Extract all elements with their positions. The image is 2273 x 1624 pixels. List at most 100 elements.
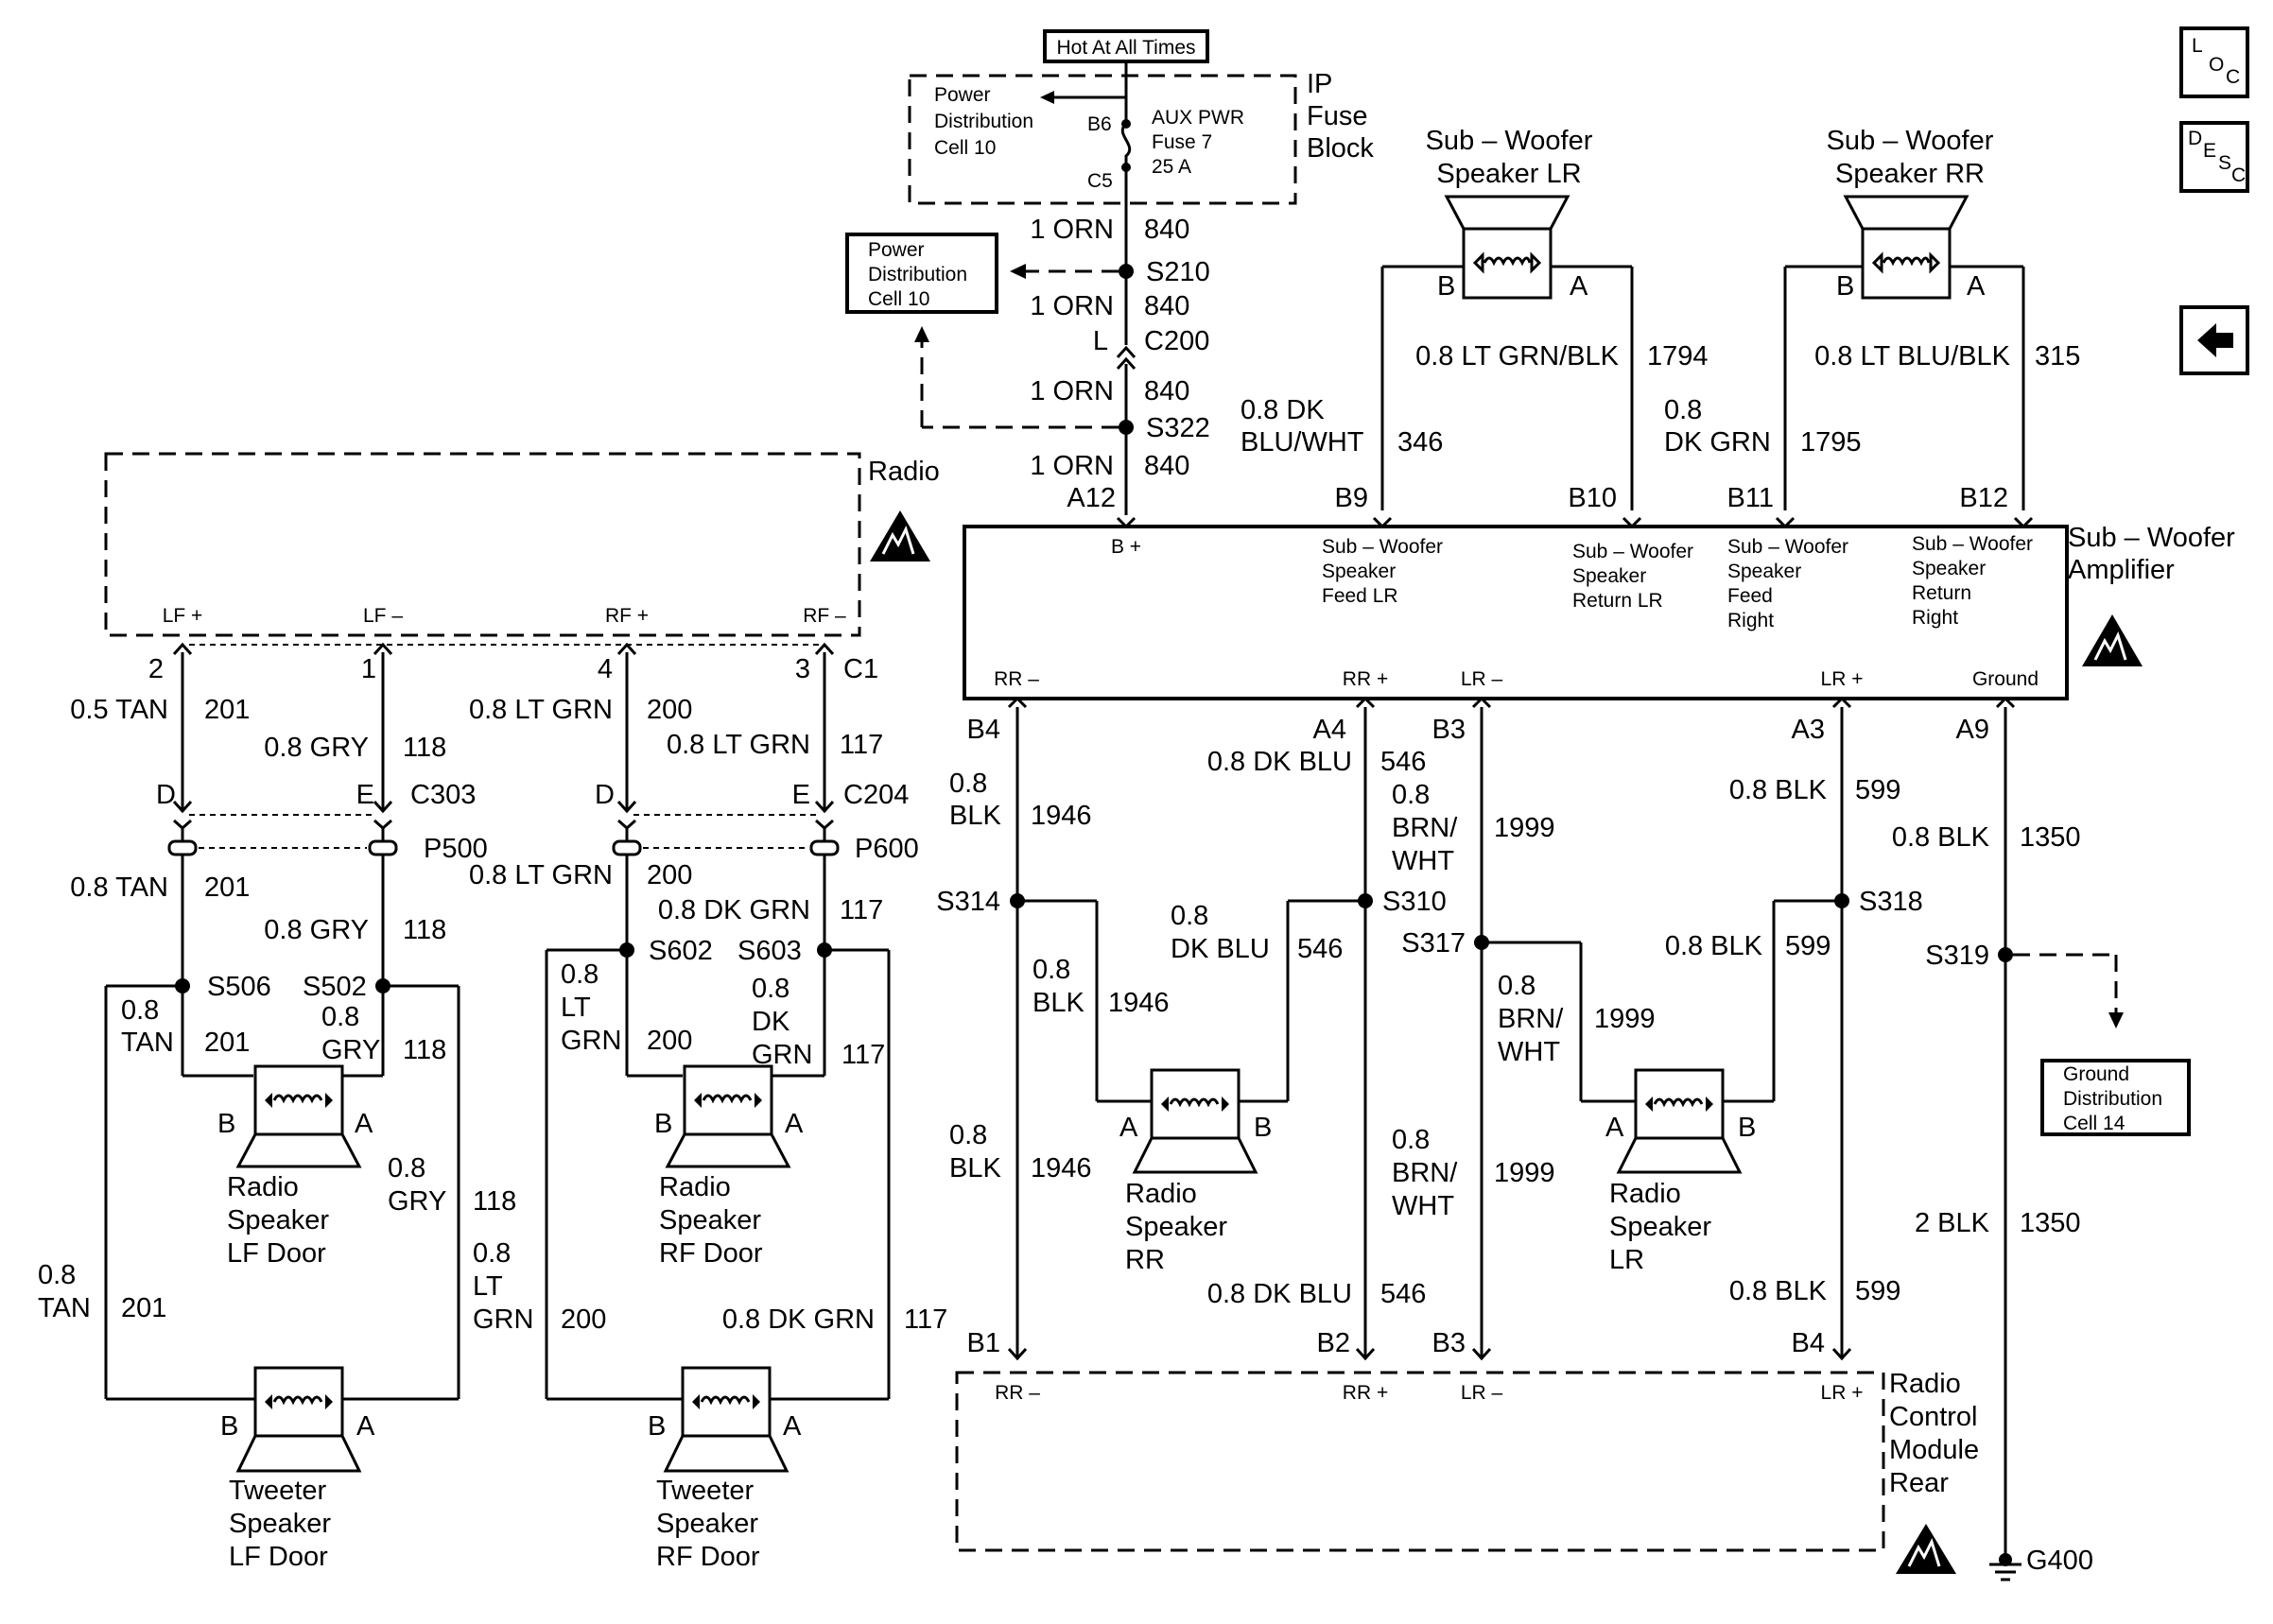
rcm-rr-plus: RR + bbox=[1343, 1382, 1388, 1404]
rr-w2-gauge-2: DK BLU bbox=[1171, 934, 1270, 964]
radio-lf-plus: LF + bbox=[163, 605, 203, 627]
w840-gauge-4: 1 ORN bbox=[1030, 451, 1114, 481]
p600-filter-left bbox=[612, 839, 642, 856]
sub-woofer-rr-speaker-icon bbox=[1843, 195, 1969, 300]
splice-s310: S310 bbox=[1382, 887, 1447, 917]
rf-tweeter-title-3: RF Door bbox=[656, 1542, 760, 1572]
lr-speaker-pin-a: A bbox=[1605, 1113, 1624, 1143]
rf-w3-gauge-2: LT bbox=[473, 1271, 503, 1302]
p500-filter-left bbox=[167, 839, 198, 856]
low1999-circuit: 1999 bbox=[1494, 1158, 1555, 1188]
splice-s319: S319 bbox=[1925, 941, 1989, 971]
radio-box bbox=[104, 452, 861, 637]
lf-speaker-title-1: Radio bbox=[227, 1172, 299, 1202]
c204-pin-d: D bbox=[595, 780, 615, 810]
w346-gauge-2: BLU/WHT bbox=[1241, 427, 1364, 458]
lf-door-speaker-icon bbox=[235, 1064, 362, 1168]
sub-rr-pin-a: A bbox=[1967, 271, 1986, 302]
w1946-circuit: 1946 bbox=[1031, 801, 1092, 831]
low599-circuit: 599 bbox=[1855, 1276, 1900, 1306]
p600-filter-right bbox=[809, 839, 840, 856]
splice-s603: S603 bbox=[737, 936, 802, 966]
w840-circuit-1: 840 bbox=[1144, 215, 1189, 245]
pin-b6: B6 bbox=[1087, 113, 1112, 135]
w840-circuit-3: 840 bbox=[1144, 376, 1189, 406]
lr-speaker-title-3: LR bbox=[1609, 1245, 1644, 1275]
w117-circuit: 117 bbox=[840, 730, 883, 760]
location-button[interactable]: L O C bbox=[2179, 26, 2249, 98]
w1795-circuit: 1795 bbox=[1800, 427, 1862, 458]
sub-lr-pin-a: A bbox=[1570, 271, 1588, 302]
rcm-pin-b2: B2 bbox=[1317, 1328, 1350, 1358]
w201-gauge: 0.5 TAN bbox=[70, 695, 168, 725]
radio-rf-minus: RF – bbox=[803, 605, 846, 627]
back-button[interactable] bbox=[2179, 305, 2249, 375]
low1350-circuit: 1350 bbox=[2020, 1208, 2081, 1238]
w200b-gauge: 0.8 LT GRN bbox=[469, 860, 613, 890]
rf-speaker-pin-a: A bbox=[785, 1109, 804, 1139]
w1999-gauge-3: WHT bbox=[1392, 846, 1454, 876]
amp-lr-minus: LR – bbox=[1461, 668, 1503, 690]
w118b-gauge: 0.8 GRY bbox=[264, 915, 369, 945]
rf-w2-gauge-2: DK bbox=[752, 1007, 790, 1037]
rf-tweeter-title-2: Speaker bbox=[656, 1509, 758, 1539]
low1999-gauge-1: 0.8 bbox=[1392, 1125, 1430, 1155]
lr-w1-gauge-2: BRN/ bbox=[1498, 1004, 1564, 1034]
rcm-pin-b1: B1 bbox=[967, 1328, 1000, 1358]
lr-w2-circuit: 599 bbox=[1785, 931, 1831, 961]
rear-pin-a3: A3 bbox=[1792, 715, 1825, 745]
amp-feed-lr-3: Feed LR bbox=[1322, 585, 1398, 607]
w840-circuit-2: 840 bbox=[1144, 291, 1189, 321]
loc-l: L bbox=[2192, 35, 2203, 57]
description-button[interactable]: D E S C bbox=[2179, 121, 2249, 193]
lf-w1-gauge-1: 0.8 bbox=[121, 995, 159, 1026]
low1350-gauge: 2 BLK bbox=[1915, 1208, 1990, 1238]
w840-gauge-1: 1 ORN bbox=[1030, 215, 1114, 245]
pin-b12: B12 bbox=[1959, 483, 2008, 513]
amp-title-1: Sub – Woofer bbox=[2068, 523, 2235, 553]
amp-lr-plus: LR + bbox=[1821, 668, 1864, 690]
rcm-title-2: Control bbox=[1889, 1402, 1978, 1432]
w118-circuit: 118 bbox=[403, 733, 446, 763]
lf-tweeter-title-2: Speaker bbox=[229, 1509, 331, 1539]
fuse-icon bbox=[1120, 122, 1132, 167]
c200-pin: L bbox=[1093, 326, 1108, 356]
connector-c303: C303 bbox=[410, 780, 476, 810]
low546-gauge: 0.8 DK BLU bbox=[1207, 1279, 1352, 1309]
splice-s506: S506 bbox=[207, 972, 271, 1002]
rf-w3-gauge-3: GRN bbox=[473, 1304, 533, 1335]
desc-s: S bbox=[2218, 152, 2231, 174]
amp-feed-r-4: Right bbox=[1727, 610, 1774, 631]
ground-g400: G400 bbox=[2026, 1546, 2093, 1576]
fuse-label-1: AUX PWR bbox=[1152, 107, 1244, 129]
w1999-gauge-2: BRN/ bbox=[1392, 813, 1458, 843]
w840-gauge-3: 1 ORN bbox=[1030, 376, 1114, 406]
rear-pin-b3: B3 bbox=[1432, 715, 1466, 745]
splice-s602: S602 bbox=[649, 936, 713, 966]
rr-w2-circuit: 546 bbox=[1297, 934, 1343, 964]
lf-w1-circuit: 201 bbox=[204, 1028, 250, 1058]
splice-s322: S322 bbox=[1146, 413, 1210, 443]
rf-w4-gauge: 0.8 DK GRN bbox=[722, 1304, 875, 1335]
radio-lf-minus: LF – bbox=[363, 605, 403, 627]
w1946-gauge-1: 0.8 bbox=[949, 769, 987, 799]
pin-b10: B10 bbox=[1568, 483, 1617, 513]
low1999-gauge-3: WHT bbox=[1392, 1191, 1454, 1221]
rear-pin-b4: B4 bbox=[967, 715, 1000, 745]
esd-warning-icon bbox=[2082, 614, 2143, 666]
connector-c1: C1 bbox=[843, 654, 878, 684]
rcm-rr-minus: RR – bbox=[995, 1382, 1040, 1404]
splice-s317: S317 bbox=[1401, 928, 1466, 959]
lr-speaker-title-1: Radio bbox=[1609, 1179, 1681, 1209]
lr-w1-gauge-1: 0.8 bbox=[1498, 971, 1536, 1001]
c303-pin-d: D bbox=[156, 780, 176, 810]
low1999-gauge-2: BRN/ bbox=[1392, 1158, 1458, 1188]
w118b-circuit: 118 bbox=[403, 915, 446, 945]
connector-c200: C200 bbox=[1144, 326, 1209, 356]
w599-circuit: 599 bbox=[1855, 775, 1900, 805]
lf-w3-circuit: 118 bbox=[473, 1186, 516, 1217]
amp-title-2: Amplifier bbox=[2068, 555, 2175, 585]
splice-s210: S210 bbox=[1146, 257, 1210, 287]
rf-w3-gauge-1: 0.8 bbox=[473, 1238, 511, 1269]
